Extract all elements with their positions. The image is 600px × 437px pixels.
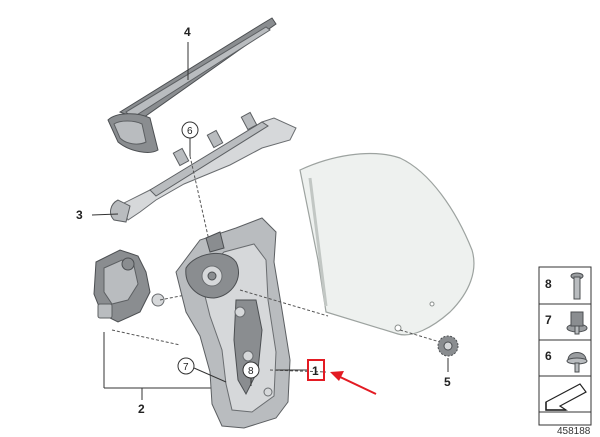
callout-3: 3: [76, 208, 83, 222]
part-5-gear-wheel: [437, 335, 459, 357]
screw-bolt-icon: [570, 272, 584, 300]
callout-5: 5: [444, 375, 451, 389]
legend-item-6: 6: [545, 349, 588, 373]
reference-number: 458188: [557, 426, 591, 437]
view-direction-arrow-icon: [545, 383, 587, 411]
svg-text:8: 8: [545, 277, 552, 291]
window-glass-pane: [299, 152, 475, 336]
leader-line-7: [193, 367, 227, 383]
circled-callout-6: 6: [181, 121, 199, 139]
callout-4: 4: [184, 25, 191, 39]
dashed-line-motor: [111, 329, 181, 346]
legend-item-7: 7: [545, 311, 588, 335]
fastener-legend: 8 7 6: [538, 266, 592, 426]
part-2-window-motor: [93, 249, 165, 323]
highlight-box-1: [307, 359, 325, 381]
dashed-line-6: [189, 155, 211, 246]
legend-item-8: 8: [545, 272, 584, 300]
svg-text:7: 7: [545, 313, 552, 327]
svg-text:6: 6: [545, 349, 552, 363]
red-pointer-arrow: [330, 371, 377, 395]
part-1-window-regulator: [175, 217, 291, 429]
dashed-line-regulator-glass-1: [239, 289, 329, 317]
svg-text:7: 7: [183, 362, 189, 373]
part-4-window-guide-rail: [107, 17, 277, 153]
dashed-line-5: [399, 329, 441, 343]
part-3-wiring-bracket: [110, 111, 297, 223]
circled-callout-7: 7: [177, 357, 195, 375]
dashed-line-regulator-glass-2: [269, 369, 327, 373]
dashed-line-motor-2: [159, 291, 201, 301]
callout-1: 1: [312, 364, 319, 378]
callout-2: 2: [138, 402, 145, 416]
collar-nut-icon: [566, 311, 588, 335]
svg-text:6: 6: [187, 126, 193, 137]
svg-text:8: 8: [248, 366, 254, 377]
circled-callout-8: 8: [242, 361, 260, 379]
leader-line-3: [91, 213, 119, 216]
flange-screw-icon: [566, 352, 588, 373]
